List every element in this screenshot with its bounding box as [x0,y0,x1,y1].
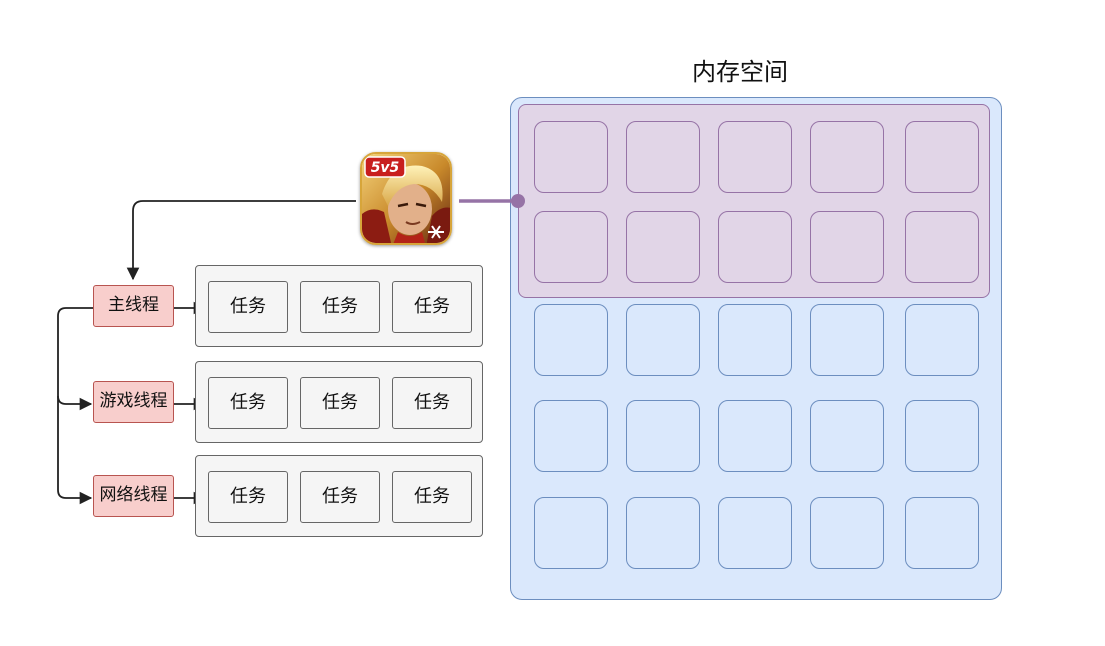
app-memory-block [534,121,608,193]
hero-portrait-icon: 5v5 [362,154,450,243]
task-block: 任务 [208,377,288,429]
app-memory-block [905,211,979,283]
task-block: 任务 [392,281,472,333]
memory-block [718,304,792,376]
app-memory-block [810,121,884,193]
memory-block [626,400,700,472]
app-memory-block [626,121,700,193]
game-thread-label: 游戏线程 [93,381,174,423]
main-to-network-thread-arrow [57,396,93,505]
app-memory-block [810,211,884,283]
app-memory-block [718,121,792,193]
task-block: 任务 [208,281,288,333]
memory-block [534,400,608,472]
main-to-game-thread-arrow [57,307,93,411]
memory-block [810,400,884,472]
memory-block [905,304,979,376]
memory-space-title: 内存空间 [692,58,788,86]
memory-block [718,400,792,472]
main-thread-label: 主线程 [93,285,174,327]
memory-block [810,497,884,569]
task-block: 任务 [300,377,380,429]
app-memory-block [534,211,608,283]
app-badge-text: 5v5 [371,160,400,176]
memory-block [718,497,792,569]
memory-block [905,400,979,472]
task-block: 任务 [208,471,288,523]
app-memory-block [718,211,792,283]
memory-block [810,304,884,376]
task-block: 任务 [300,471,380,523]
memory-block [626,497,700,569]
app-memory-block [905,121,979,193]
app-memory-block [626,211,700,283]
task-block: 任务 [392,471,472,523]
app-memory-link-dot [511,194,525,208]
network-thread-label: 网络线程 [93,475,174,517]
game-app-icon[interactable]: 5v5 [360,152,452,245]
memory-block [534,304,608,376]
task-block: 任务 [300,281,380,333]
task-block: 任务 [392,377,472,429]
memory-block [626,304,700,376]
memory-block [905,497,979,569]
memory-block [534,497,608,569]
app-to-main-thread-arrow [126,200,356,281]
